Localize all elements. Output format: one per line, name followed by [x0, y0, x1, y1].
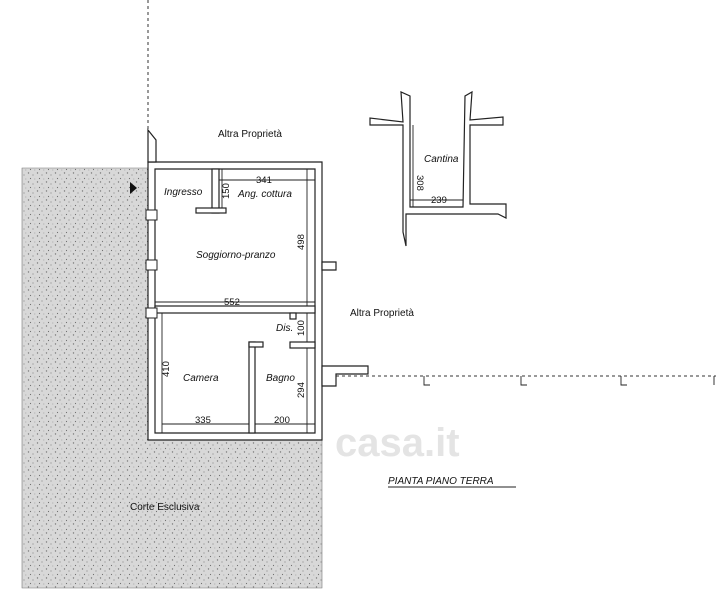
boundary-ticks — [423, 376, 715, 386]
label-ang-cottura: Ang. cottura — [237, 189, 292, 200]
wall-camera-bagno-top — [248, 341, 264, 348]
label-bagno: Bagno — [266, 373, 295, 384]
window-mark-3 — [145, 307, 158, 319]
cantina-walls — [369, 90, 507, 247]
label-altra-proprieta-top: Altra Proprietà — [218, 129, 282, 140]
dim-239: 239 — [431, 195, 447, 206]
window-mark-1 — [145, 209, 158, 221]
wall-dis-bottom — [289, 341, 316, 349]
wall-stub-right-top — [321, 261, 337, 271]
label-soggiorno-pranzo: Soggiorno-pranzo — [196, 250, 276, 261]
watermark-casa-it: casa.it — [335, 421, 460, 465]
dim-150: 150 — [221, 183, 232, 199]
dim-294: 294 — [296, 382, 307, 398]
dim-335: 335 — [195, 415, 211, 426]
wall-stub-right-bottom — [321, 365, 369, 387]
dim-100: 100 — [296, 320, 307, 336]
wall-dis-left — [289, 312, 297, 320]
entrance-arrow-icon — [130, 182, 137, 194]
dim-308: 308 — [414, 175, 425, 191]
dim-200: 200 — [274, 415, 290, 426]
wall-ingresso — [211, 168, 220, 214]
dim-552: 552 — [224, 297, 240, 308]
label-cantina: Cantina — [424, 154, 459, 165]
label-dis: Dis. — [276, 323, 293, 334]
wall-stub-top-left — [147, 128, 157, 163]
label-ingresso: Ingresso — [164, 187, 203, 198]
dim-498: 498 — [296, 234, 307, 250]
dim-341: 341 — [256, 175, 272, 186]
label-camera: Camera — [183, 373, 219, 384]
dim-410: 410 — [161, 361, 172, 377]
label-altra-proprieta-right: Altra Proprietà — [350, 308, 414, 319]
wall-ingresso-foot — [195, 207, 227, 214]
label-corte-esclusiva: Corte Esclusiva — [130, 502, 200, 513]
window-mark-2 — [145, 259, 158, 271]
wall-camera-bagno — [248, 341, 256, 434]
outer-wall — [147, 161, 323, 441]
label-pianta-piano-terra: PIANTA PIANO TERRA — [388, 476, 494, 487]
